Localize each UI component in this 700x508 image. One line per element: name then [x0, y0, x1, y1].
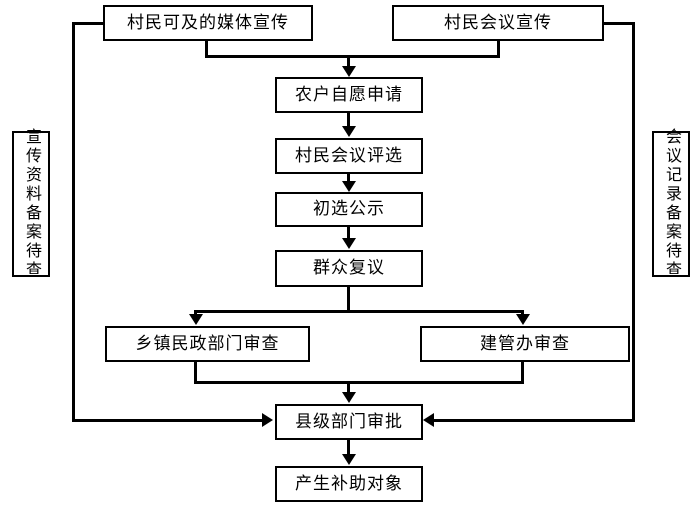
edge-right-loop-out	[602, 22, 635, 25]
edge-split-left-drop	[194, 310, 197, 317]
node-meeting-publicity[interactable]: 村民会议宣传	[392, 5, 604, 41]
node-publicity-archive-label: 宣传资料备案待查	[23, 128, 40, 280]
node-construction-office-review[interactable]: 建管办审查	[420, 326, 630, 362]
edge-review-merge-bar	[194, 381, 524, 384]
edge-meeting-publicity-down	[497, 41, 500, 57]
node-meeting-record-archive-label: 会议记录备案待查	[663, 128, 680, 280]
node-publicity-archive[interactable]: 宣传资料备案待查	[12, 128, 50, 280]
node-subsidy-recipients-generated-label: 产生补助对象	[295, 473, 403, 493]
edge-left-loop-out	[72, 22, 105, 25]
arrowhead-to-subsidy-recipients	[342, 454, 356, 465]
arrowhead-to-household-application	[342, 66, 356, 77]
edge-merge-to-approval	[347, 381, 350, 393]
arrowhead-to-township-review	[189, 314, 203, 325]
edge-trunk-to-household-application	[347, 55, 350, 68]
edge-township-review-down	[194, 362, 197, 384]
node-media-publicity[interactable]: 村民可及的媒体宣传	[103, 5, 313, 41]
node-county-department-approval-label: 县级部门审批	[295, 411, 403, 431]
edge-construction-review-down	[521, 362, 524, 384]
node-preliminary-public-notice[interactable]: 初选公示	[275, 192, 423, 227]
node-construction-office-review-label: 建管办审查	[480, 333, 570, 353]
edge-left-loop-in	[72, 419, 264, 422]
edge-media-publicity-join	[205, 55, 348, 58]
node-media-publicity-label: 村民可及的媒体宣传	[127, 12, 289, 32]
edge-right-loop-down	[632, 22, 635, 421]
arrowhead-to-construction-review	[516, 314, 530, 325]
arrowhead-to-selection	[342, 126, 356, 137]
edge-left-loop-down	[72, 22, 75, 421]
edge-right-loop-in	[434, 419, 635, 422]
node-township-civil-affairs-review[interactable]: 乡镇民政部门审查	[105, 326, 310, 362]
node-township-civil-affairs-review-label: 乡镇民政部门审查	[135, 333, 280, 353]
node-public-reconsideration[interactable]: 群众复议	[275, 250, 423, 287]
edge-reconsideration-down	[347, 287, 350, 312]
node-meeting-publicity-label: 村民会议宣传	[444, 12, 552, 32]
arrowhead-right-loop-to-approval	[423, 413, 434, 427]
node-village-meeting-selection-label: 村民会议评选	[295, 145, 403, 165]
node-meeting-record-archive[interactable]: 会议记录备案待查	[652, 128, 690, 280]
node-household-application-label: 农户自愿申请	[295, 84, 403, 104]
node-county-department-approval[interactable]: 县级部门审批	[275, 404, 423, 440]
edge-approval-to-recipients	[347, 440, 350, 455]
node-public-reconsideration-label: 群众复议	[313, 258, 385, 278]
edge-meeting-publicity-join	[348, 55, 500, 58]
node-preliminary-public-notice-label: 初选公示	[313, 199, 385, 219]
edge-notice-to-reconsideration	[347, 227, 350, 239]
edge-household-to-selection	[347, 113, 350, 127]
arrowhead-left-loop-to-approval	[262, 413, 273, 427]
edge-media-publicity-down	[205, 41, 208, 57]
arrowhead-to-reconsideration	[342, 238, 356, 249]
edge-split-right-drop	[521, 310, 524, 317]
arrowhead-to-county-approval	[342, 392, 356, 403]
edge-review-split-bar	[194, 310, 524, 313]
node-subsidy-recipients-generated[interactable]: 产生补助对象	[275, 466, 423, 502]
edge-selection-to-notice	[347, 174, 350, 182]
node-household-application[interactable]: 农户自愿申请	[275, 77, 423, 113]
arrowhead-to-notice	[342, 181, 356, 192]
node-village-meeting-selection[interactable]: 村民会议评选	[275, 138, 423, 174]
